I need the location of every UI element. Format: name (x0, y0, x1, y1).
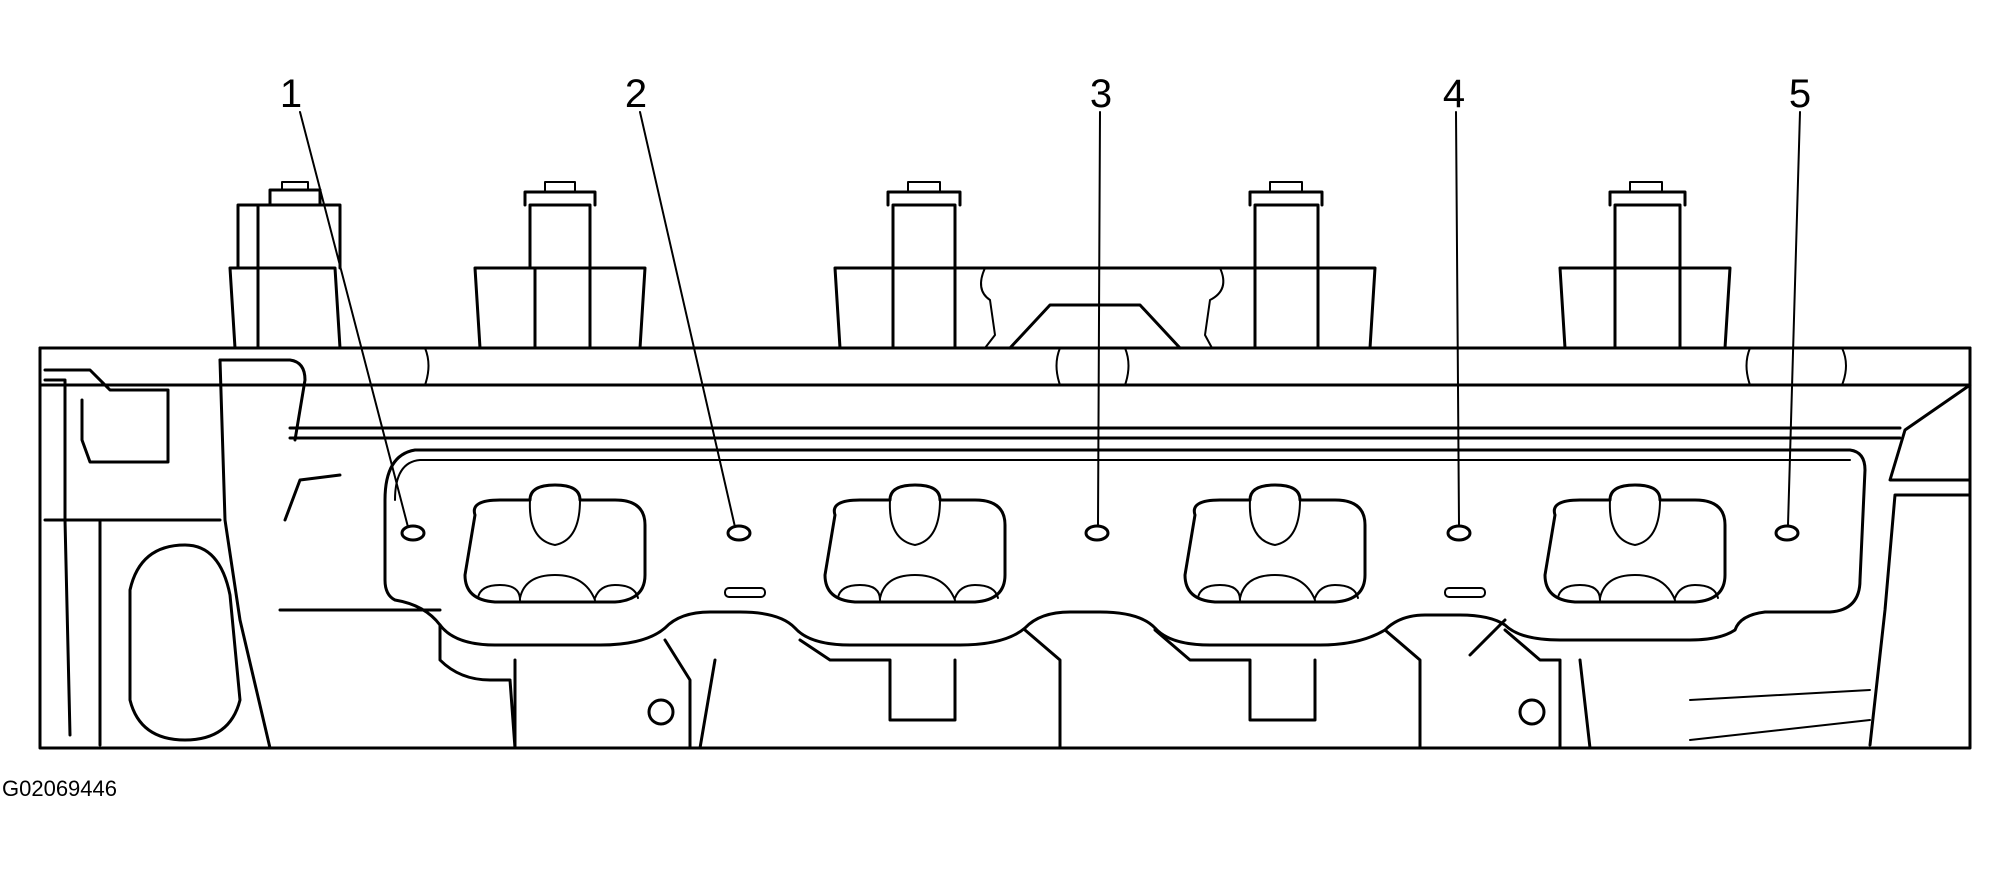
callout-3: 3 (1090, 72, 1112, 116)
exhaust-port (463, 483, 647, 604)
callout-5: 5 (1789, 72, 1811, 116)
flange-slot-left (724, 587, 766, 598)
callout-4: 4 (1443, 72, 1465, 116)
cam-tower-1 (228, 181, 342, 350)
lower-bosses (438, 618, 1592, 750)
bolt-hole-1 (400, 524, 426, 542)
exhaust-port-2 (823, 483, 1007, 604)
cam-tower-4 (1558, 181, 1732, 350)
cylinder-head-body (38, 346, 1972, 750)
leader-line-4 (1455, 111, 1460, 526)
callout-2: 2 (625, 72, 647, 116)
bolt-hole-5 (1774, 524, 1800, 542)
cam-tower-3 (833, 181, 1377, 350)
bolt-hole-3 (1084, 524, 1110, 542)
exhaust-flange (383, 448, 1867, 647)
leader-line-2 (639, 111, 736, 528)
callout-1: 1 (280, 72, 302, 116)
leader-line-1 (299, 111, 409, 528)
flange-slots (724, 587, 1486, 598)
exhaust-port-3 (1183, 483, 1367, 604)
bolt-hole-4 (1446, 524, 1472, 542)
bolt-holes (400, 524, 1800, 542)
bolt-hole-lower-left (647, 698, 675, 726)
cam-tower-2 (473, 181, 647, 350)
flange-slot-right (1444, 587, 1486, 598)
leader-lines (299, 111, 1801, 528)
leader-line-3 (1097, 111, 1101, 526)
callout-labels: 1 2 3 4 5 (280, 72, 1811, 116)
bolt-hole-lower-right (1518, 698, 1546, 726)
exhaust-port-4 (1543, 483, 1727, 604)
figure-id: G02069446 (2, 776, 117, 801)
cam-towers (228, 181, 1732, 350)
exhaust-ports (463, 483, 1727, 604)
bolt-hole-2 (726, 524, 752, 542)
leader-line-5 (1787, 111, 1801, 526)
